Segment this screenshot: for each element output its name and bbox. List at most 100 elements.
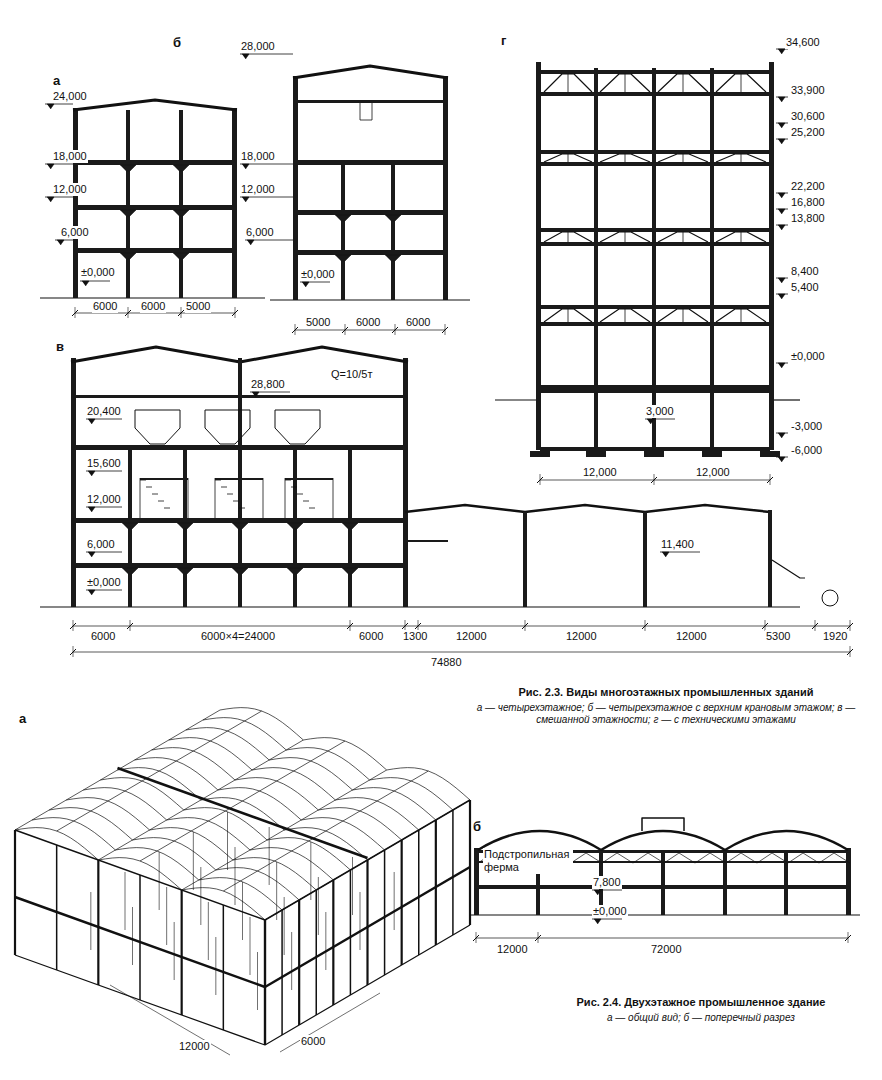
roof-line [140,741,345,861]
dimension-label: 30,600 [790,110,826,123]
floor-slab [78,205,232,210]
dim-extension [395,324,396,335]
dim-extension [850,620,851,631]
column [643,512,647,607]
column-capital [173,253,189,259]
wall [293,76,298,300]
foundation [586,451,606,457]
interior-column [208,902,209,960]
floor-slab [78,160,232,165]
level-mark [778,123,785,128]
crane-beam [76,395,403,398]
column [452,810,454,935]
roof-line [223,771,428,891]
column-capital [122,523,138,529]
interior-column [250,917,251,975]
roof-line [182,770,387,890]
dimension-label: ±0,000 [300,268,336,281]
column-capital [173,165,189,171]
column [223,905,225,1030]
dimension-label: 24,000 [52,90,88,103]
column [418,830,420,955]
dimension-label: 1300 [402,630,428,643]
roof-shell [32,818,282,910]
dim-extension [73,620,74,631]
dimension-label: 12000 [455,630,488,643]
level-mark [57,240,64,245]
stair-step [227,494,233,495]
column [281,910,283,1035]
column-capital [342,523,358,529]
level-mark [88,552,95,557]
column [181,890,183,1015]
figure-letter: г [500,34,507,47]
column-capital [335,255,351,261]
roof-line [265,800,470,920]
truss-web [633,853,648,863]
figure-letter: а [52,74,61,87]
level-mark [47,164,54,169]
interior-column [193,832,194,890]
truss [600,232,650,242]
crane-beam [298,100,443,103]
truss [544,309,592,322]
interior-column [352,857,353,915]
truss-web [710,853,726,863]
column-capital [120,210,136,216]
truss-post [683,309,684,322]
dimension-label: 12,000 [695,466,731,479]
column [316,890,318,1015]
roof-shell [220,708,470,800]
dimension-label: 13,800 [790,212,826,225]
level-mark [47,104,54,109]
truss-web [788,853,803,863]
level-mark [88,419,95,424]
stair-step [158,501,164,502]
dimension-label: 5000 [305,316,331,329]
dim-line [73,652,850,653]
truss-post [683,232,684,242]
truss [716,232,766,242]
foundation [760,451,780,457]
dimension-label: 28,000 [240,40,276,53]
dim-extension [815,620,816,631]
column-capital [177,568,193,574]
platform-leg [285,478,286,518]
floor-slab [298,210,443,215]
canopy [408,540,448,542]
level-mark [778,193,785,198]
level-mark [247,240,254,245]
column [238,358,242,446]
dimension-label: 6000 [405,316,431,329]
figure-letter: б [172,36,182,49]
hopper [135,410,180,444]
platform [140,478,188,480]
interior-column [394,872,395,930]
dim-line [295,330,445,331]
floor-slab [540,322,770,326]
foundation [702,451,722,457]
interior-column [215,937,216,995]
wall [474,848,479,915]
dimension-label: -6,000 [790,444,823,457]
canopy [772,560,805,578]
figure-letter: в [55,340,65,353]
ground-line [40,606,800,607]
roof-shell [169,738,419,830]
level-mark [82,281,89,286]
level-mark [778,225,785,230]
dimension-label: 5,400 [790,281,820,294]
floor-slab [540,389,770,393]
dimension-label: ±0,000 [790,350,826,363]
stair-step [303,501,309,502]
interior-column [242,882,243,940]
figure-letter: б [472,820,482,833]
stair-step [233,501,239,502]
dim-extension [848,932,849,943]
column [384,850,386,975]
roof-line [57,711,262,831]
truss-post [625,154,626,162]
roof-shell [15,828,265,920]
dimension-label: 6000 [92,300,118,313]
dimension-label: 5300 [765,630,791,643]
